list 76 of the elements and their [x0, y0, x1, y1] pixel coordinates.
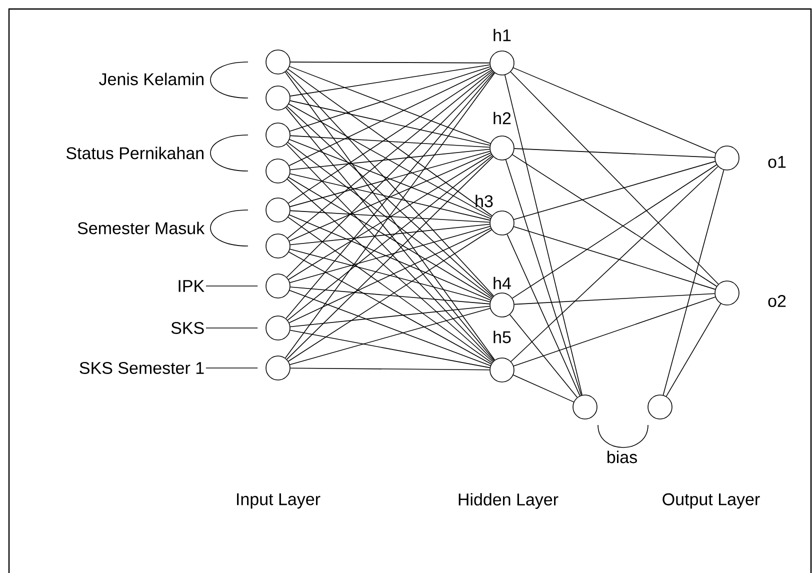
connection-line: [289, 139, 491, 219]
input-label: SKS Semester 1: [80, 362, 204, 374]
connection-line: [513, 67, 716, 154]
connection-line: [288, 176, 492, 300]
label-text: bias: [608, 450, 637, 464]
neuron-label: h2: [494, 112, 511, 124]
neuron-label: o2: [768, 294, 786, 308]
input-label: IPK: [178, 280, 204, 292]
connection-line: [289, 66, 491, 132]
neuron-circle: [266, 122, 290, 148]
connection-line: [512, 374, 574, 402]
neuron-label: h4: [494, 276, 511, 290]
connection-line: [290, 308, 490, 366]
connection-line: [288, 252, 492, 364]
connection-line: [286, 106, 494, 297]
connection-line: [290, 62, 490, 64]
connection-line: [290, 148, 490, 170]
connection-line: [510, 166, 718, 362]
label-text: Status Pernikahan: [66, 146, 204, 160]
connection-line: [514, 293, 716, 305]
neuron-circle: [266, 158, 290, 184]
label-text: Semester Masuk: [78, 222, 205, 234]
connection-line: [290, 224, 490, 246]
neuron-circle: [266, 86, 290, 110]
connection-line: [513, 296, 716, 366]
connection-line: [512, 154, 717, 287]
connection-line: [288, 154, 492, 280]
connection-line: [290, 135, 490, 148]
label-text: Input Layer: [237, 493, 320, 509]
neuron-circle: [266, 274, 290, 298]
neuron-label: h3: [476, 194, 493, 208]
connection-line: [506, 234, 580, 396]
connection-line: [290, 248, 490, 302]
input-label: SKS: [171, 322, 204, 334]
connection-line: [290, 306, 490, 328]
neuron-label: h1: [494, 28, 511, 42]
connection-line: [662, 170, 724, 396]
connection-line: [287, 142, 493, 298]
label-text: Hidden Layer: [458, 493, 558, 509]
connection-line: [289, 214, 491, 301]
connection-line: [290, 286, 490, 304]
neuron-label: h5: [494, 330, 511, 344]
connection-line: [288, 152, 492, 242]
connection-line: [514, 161, 716, 220]
connection-line: [666, 303, 722, 397]
connection-line: [287, 155, 493, 321]
connection-line: [505, 159, 582, 396]
connection-line: [290, 64, 490, 96]
neuron-circle: [266, 198, 290, 222]
connection-line: [504, 74, 582, 396]
connection-line: [288, 104, 492, 218]
label-text: Output Layer: [662, 493, 760, 509]
neuron-circle: [572, 394, 598, 420]
neuron-circle: [266, 234, 290, 258]
connection-line: [290, 210, 490, 223]
connection-line: [512, 164, 718, 299]
neuron-circle: [266, 316, 290, 340]
connection-line: [290, 368, 490, 370]
neuron-circle: [648, 394, 672, 420]
connection-line: [290, 100, 490, 146]
connection-line: [290, 226, 490, 284]
neuron-label: o1: [768, 156, 786, 168]
connection-line: [290, 330, 490, 368]
connection-line: [289, 290, 491, 366]
connection-line: [290, 150, 490, 208]
connection-line: [289, 66, 491, 144]
connection-line: [514, 148, 715, 158]
neuron-circle: [266, 50, 290, 74]
label-text: Jenis Kelamin: [99, 72, 204, 86]
neuron-circle: [266, 356, 290, 380]
connection-line: [509, 314, 578, 398]
connection-line: [290, 173, 490, 221]
connection-line: [288, 228, 492, 324]
connection-line: [288, 68, 492, 166]
connection-line: [510, 71, 719, 285]
connection-line: [513, 226, 716, 290]
